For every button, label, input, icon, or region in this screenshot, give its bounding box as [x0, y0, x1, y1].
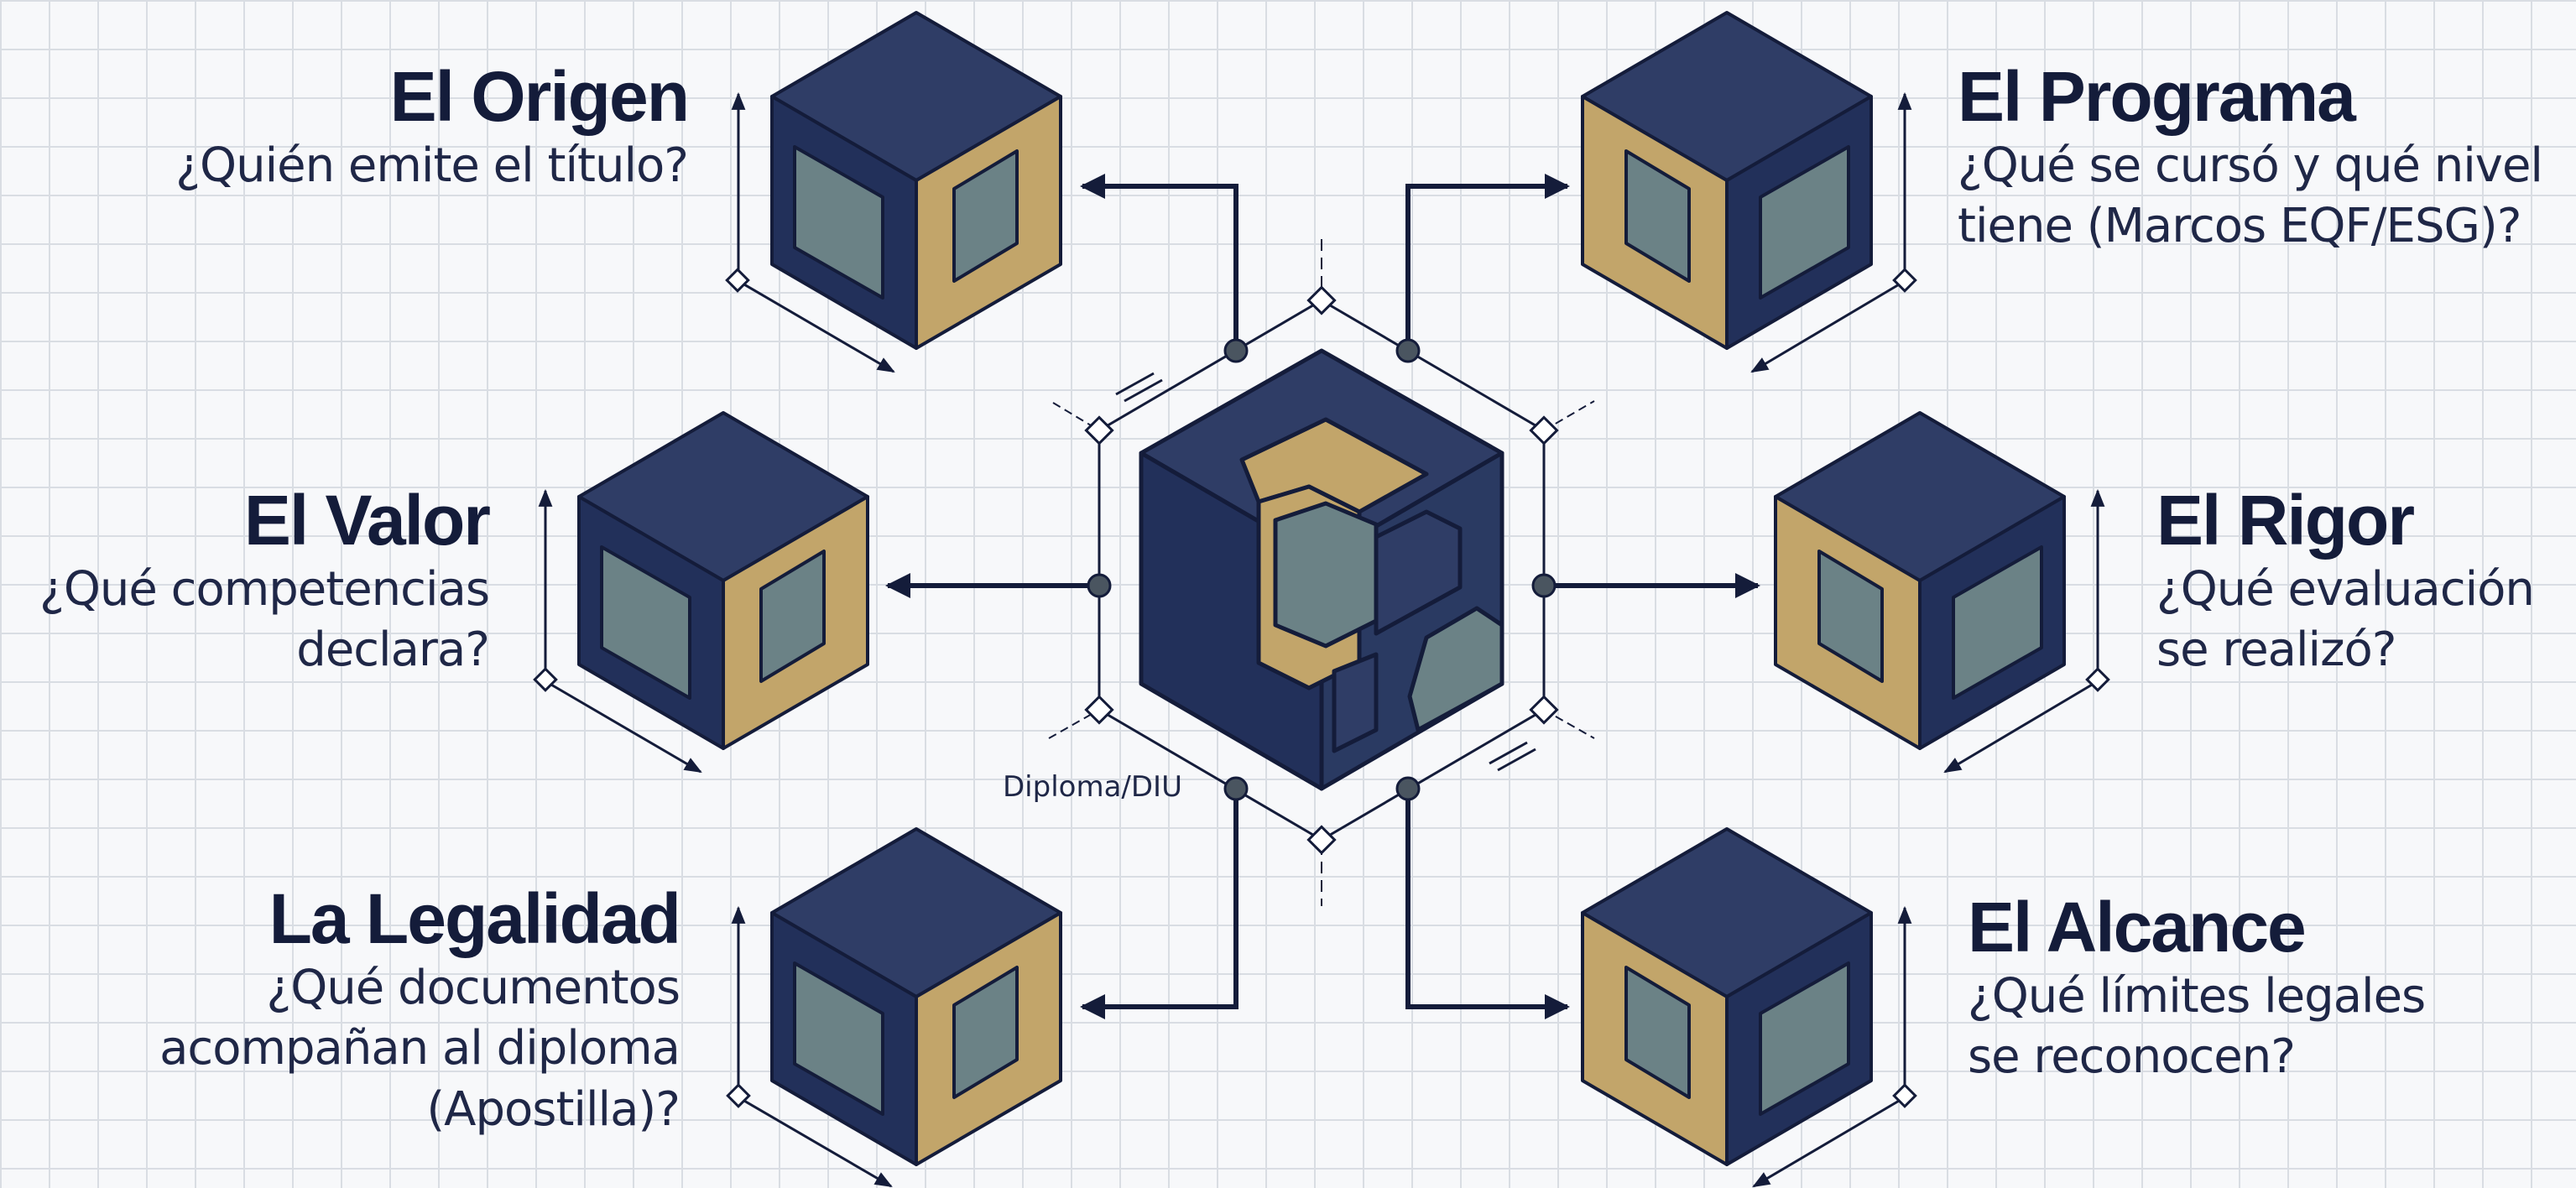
cube-icon — [1581, 11, 1873, 350]
node-question: ¿Qué documentos acompañan al diploma (Ap… — [159, 961, 681, 1137]
node-title: El Origen — [389, 57, 690, 136]
axis-marks — [538, 91, 2105, 1188]
center-label: Diploma/DIU — [1003, 770, 1182, 804]
connector-programa — [1405, 174, 1570, 347]
connector-legalidad — [1080, 789, 1238, 1019]
dimension-marker-icon — [1084, 285, 1559, 855]
node-label-valor: El Valor ¿Qué competencias declara? — [39, 481, 491, 681]
node-title: La Legalidad — [269, 879, 681, 958]
node-question: ¿Qué se cursó y qué nivel tiene (Marcos … — [1958, 138, 2543, 254]
connector-nodes — [1087, 338, 1557, 801]
connector-alcance — [1405, 789, 1570, 1019]
node-question: ¿Quién emite el título? — [175, 138, 689, 194]
cube-icon — [577, 411, 869, 750]
center-logo-cube — [1139, 348, 1504, 791]
cube-icon — [1581, 827, 1873, 1166]
node-label-origen: El Origen ¿Quién emite el título? — [175, 57, 690, 196]
connector-origen — [1080, 174, 1238, 347]
node-title: El Rigor — [2156, 481, 2415, 560]
center-hexagon — [1048, 239, 1595, 906]
dimension-marker-icon — [533, 268, 2110, 1108]
node-label-rigor: El Rigor ¿Qué evaluación se realizó? — [2156, 481, 2535, 681]
node-title: El Valor — [243, 481, 491, 560]
node-label-legalidad: La Legalidad ¿Qué documentos acompañan a… — [159, 879, 681, 1140]
node-question: ¿Qué competencias declara? — [39, 562, 490, 678]
cube-icon — [770, 827, 1062, 1166]
connectors — [885, 174, 1760, 1019]
cube-icon — [1774, 411, 2066, 750]
node-label-programa: El Programa ¿Qué se cursó y qué nivel ti… — [1958, 57, 2543, 258]
node-question: ¿Qué evaluación se realizó? — [2156, 562, 2535, 678]
cube-icon — [770, 11, 1062, 350]
node-question: ¿Qué límites legales se reconocen? — [1968, 969, 2426, 1085]
node-title: El Programa — [1958, 57, 2356, 136]
node-title: El Alcance — [1968, 888, 2307, 967]
node-label-alcance: El Alcance ¿Qué límites legales se recon… — [1968, 888, 2426, 1088]
